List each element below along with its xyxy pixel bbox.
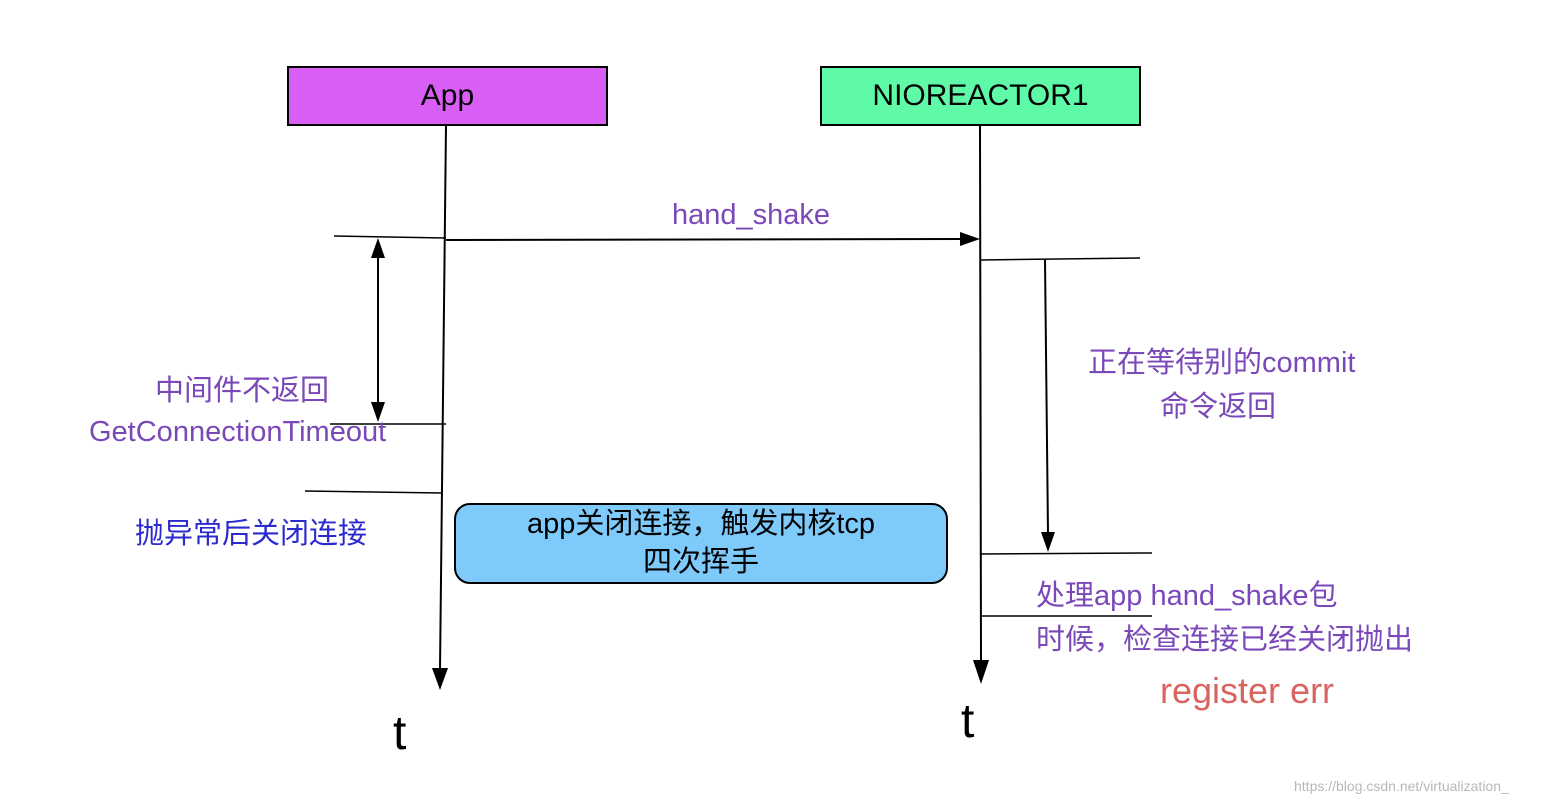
middleware-note-line2: GetConnectionTimeout [89,416,387,448]
reactor-time-label: t [961,695,975,748]
tcp-close-line1: app关闭连接，触发内核tcp [526,507,876,540]
processing-note-line2: 时候，检查连接已经关闭抛出 [1036,624,1414,656]
timeout-span-arrow-down [371,402,385,422]
processing-note-line1: 处理app hand_shake包 [1036,580,1338,612]
timeout-span-arrow-up [371,238,385,258]
app-time-label: t [393,707,407,760]
middleware-note-line1: 中间件不返回 [155,375,330,407]
app-lifeline [439,124,447,671]
reactor-commit-return-tick [979,552,1153,555]
app-actor-box: App [287,66,608,126]
reactor-actor-label: NIOREACTOR1 [872,79,1089,112]
reactor-actor-box: NIOREACTOR1 [820,66,1141,126]
reactor-lifeline-arrowhead [973,660,989,684]
handshake-arrow [445,238,963,241]
tcp-close-box: app关闭连接，触发内核tcp 四次挥手 [454,503,948,584]
handshake-arrowhead [960,232,980,246]
app-request-tick [333,235,447,239]
watermark: https://blog.csdn.net/virtualization_ [1294,778,1509,794]
app-actor-label: App [420,79,475,112]
reactor-lifeline [979,124,982,663]
close-after-exception-note: 抛异常后关闭连接 [135,518,368,550]
app-lifeline-arrowhead [432,668,448,690]
waiting-span-line [1044,259,1049,535]
register-err-label: register err [1160,670,1335,711]
waiting-note-line1: 正在等待别的commit [1088,347,1356,379]
app-close-tick [304,490,444,494]
waiting-span-arrowhead [1041,532,1055,552]
handshake-label: hand_shake [672,199,831,231]
tcp-close-line2: 四次挥手 [642,545,759,578]
waiting-note-line2: 命令返回 [1160,391,1277,423]
reactor-receive-tick [979,257,1141,261]
